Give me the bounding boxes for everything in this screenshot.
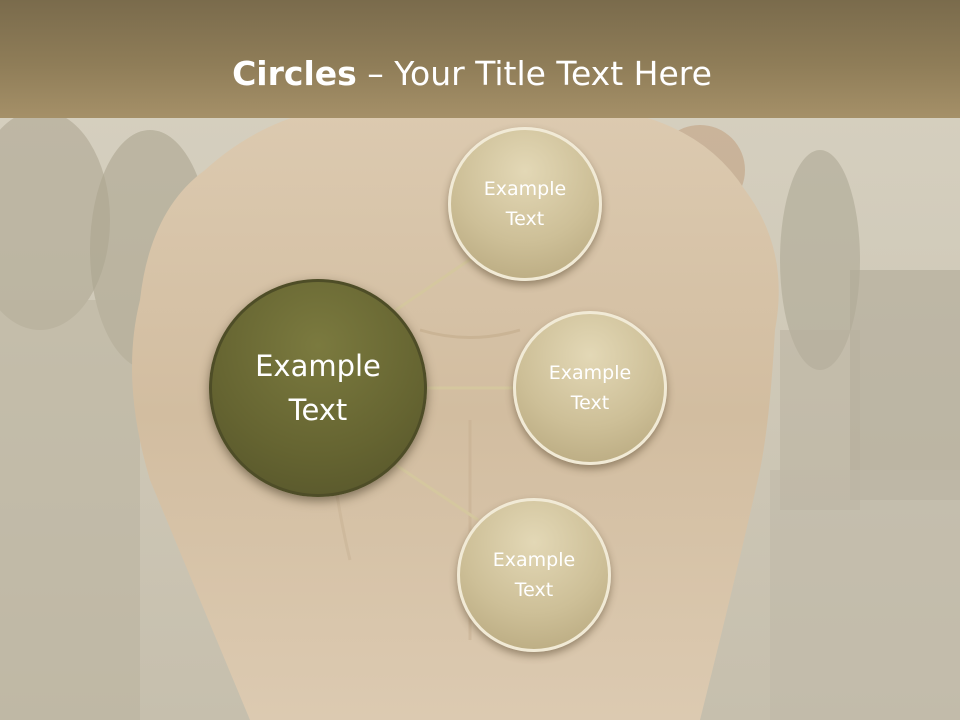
outer-circle-bottom-label: Example Text [492,549,576,601]
center-circle-label: Example Text [255,349,381,427]
title-rest: – Your Title Text Here [356,54,712,93]
center-circle[interactable]: Example Text [209,279,427,497]
title-bar [0,0,960,118]
outer-circle-top-label: Example Text [483,178,567,230]
connector-line-top [395,256,473,312]
connector-line-bottom [395,463,479,522]
outer-circle-middle[interactable]: Example Text [513,311,667,465]
slide-title: Circles – Your Title Text Here [0,52,944,96]
outer-circle-top[interactable]: Example Text [448,127,602,281]
outer-circle-middle-label: Example Text [548,362,632,414]
title-bold: Circles [232,54,357,93]
outer-circle-bottom[interactable]: Example Text [457,498,611,652]
